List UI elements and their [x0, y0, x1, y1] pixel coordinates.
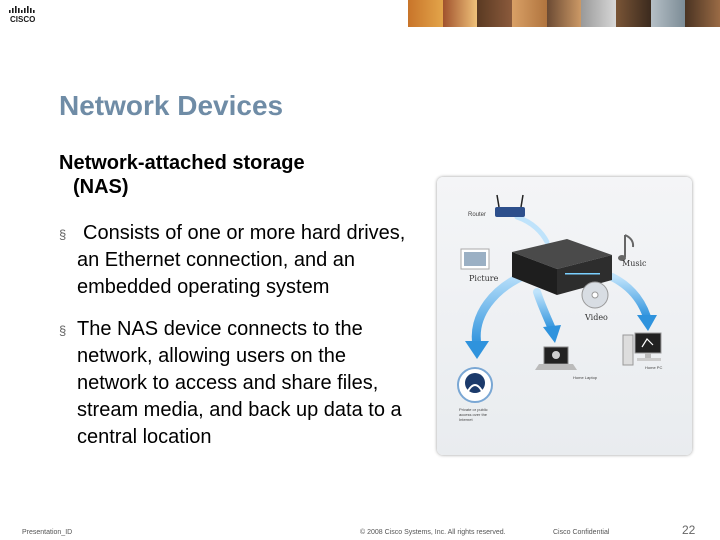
arrow-to-laptop — [533, 288, 556, 333]
arrow-head-remote — [465, 341, 489, 359]
desktop-pc-icon — [622, 332, 662, 366]
bullet-text: The NAS device connects to the network, … — [77, 318, 402, 448]
pc-label: Home PC — [645, 365, 663, 370]
bullet-text: Consists of one or more hard drives, an … — [77, 222, 406, 298]
footer-copyright: © 2008 Cisco Systems, Inc. All rights re… — [360, 529, 506, 536]
footer-confidential: Cisco Confidential — [553, 529, 610, 536]
bullet-marker: § — [59, 323, 67, 338]
arrow-to-pc — [608, 273, 651, 321]
arrow-head-laptop — [543, 325, 561, 343]
router-label: Router — [468, 212, 487, 218]
nas-diagram: Router Music Picture Video Home Laptop H… — [437, 177, 692, 455]
svg-text:CISCO: CISCO — [10, 15, 35, 24]
nas-device-icon — [512, 239, 612, 295]
bullet-item: § The NAS device connects to the network… — [59, 316, 409, 451]
nas-diagram-graphic — [457, 194, 662, 403]
footer-presentation-id: Presentation_ID — [22, 529, 73, 536]
arrow-head-pc — [637, 315, 657, 331]
bullet-marker: § — [59, 227, 67, 242]
slide-heading: Network-attached storage (NAS) — [59, 151, 399, 199]
picture-label: Picture — [469, 274, 499, 283]
heading-line-2: (NAS) — [73, 176, 129, 198]
router-icon — [495, 194, 525, 217]
heading-line-1: Network-attached storage — [59, 152, 305, 174]
laptop-icon — [535, 346, 577, 370]
page-number: 22 — [682, 523, 696, 537]
music-note-icon — [618, 234, 635, 261]
laptop-label: Home Laptop — [573, 375, 598, 380]
remote-access-icon — [457, 367, 493, 403]
header-bar: CISCO — [0, 0, 720, 27]
picture-icon — [460, 248, 490, 270]
bullet-list: § Consists of one or more hard drives, a… — [59, 220, 409, 466]
video-label: Video — [585, 313, 608, 322]
video-disc-icon — [581, 281, 609, 309]
remote-access-label: Private or public access over the Intern… — [459, 407, 488, 422]
bullet-item: § Consists of one or more hard drives, a… — [59, 220, 409, 301]
music-label: Music — [622, 259, 647, 268]
cisco-logo: CISCO — [9, 6, 35, 24]
slide-title: Network Devices — [59, 90, 284, 121]
arrow-from-router — [514, 214, 550, 245]
header-photo-strip — [408, 0, 720, 27]
